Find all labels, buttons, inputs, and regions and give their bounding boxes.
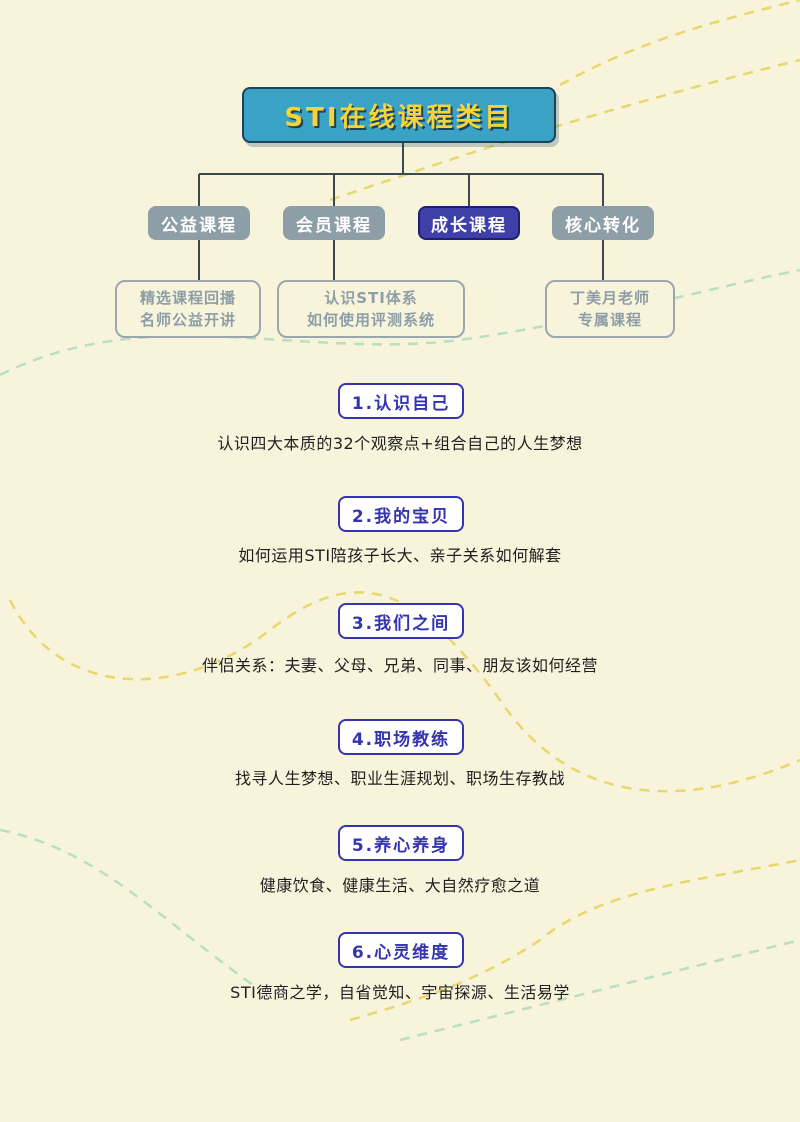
section-title-1: 1.认识自己 (338, 383, 464, 419)
section-desc-4: 找寻人生梦想、职业生涯规划、职场生存教战 (234, 769, 565, 788)
category-member-courses: 会员课程 (283, 206, 385, 240)
section-desc-5: 健康饮食、健康生活、大自然疗愈之道 (259, 876, 541, 895)
deco-curve-green-mid (0, 828, 261, 992)
sub-box-public: 精选课程回播 名师公益开讲 (115, 280, 261, 338)
category-growth-courses: 成长课程 (418, 206, 520, 240)
category-public-courses: 公益课程 (148, 206, 250, 240)
sub-box-line: 丁美月老师 (569, 289, 650, 307)
category-core-conversion: 核心转化 (552, 206, 654, 240)
deco-curve-green-bottom (399, 938, 800, 1042)
section-desc-6: STI德商之学，自省觉知、宇宙探源、生活易学 (230, 983, 570, 1002)
sub-box-line: 认识STI体系 (324, 289, 418, 307)
section-desc-2: 如何运用STI陪孩子长大、亲子关系如何解套 (238, 546, 562, 565)
sub-box-member: 认识STI体系 如何使用评测系统 (277, 280, 465, 338)
section-desc-3: 伴侣关系：夫妻、父母、兄弟、同事、朋友该如何经营 (201, 656, 598, 675)
section-title-3: 3.我们之间 (338, 603, 464, 639)
sub-box-line: 专属课程 (577, 311, 642, 329)
sub-box-line: 精选课程回播 (139, 289, 236, 307)
section-desc-1: 认识四大本质的32个观察点+组合自己的人生梦想 (217, 434, 583, 453)
section-title-4: 4.职场教练 (338, 719, 464, 755)
deco-curve-yellow-wave (8, 591, 800, 793)
diagram-title: STI在线课程类目 (242, 87, 556, 143)
deco-curve-green-top (0, 268, 800, 377)
tree-connectors (198, 143, 604, 280)
deco-curve-yellow-top (559, 0, 800, 87)
deco-curve-yellow-bottom (349, 858, 800, 1022)
section-title-2: 2.我的宝贝 (338, 496, 464, 532)
section-title-5: 5.养心养身 (338, 825, 464, 861)
section-title-6: 6.心灵维度 (338, 932, 464, 968)
sub-box-core: 丁美月老师 专属课程 (545, 280, 675, 338)
sub-box-line: 如何使用评测系统 (306, 311, 435, 329)
sub-box-line: 名师公益开讲 (139, 311, 236, 329)
